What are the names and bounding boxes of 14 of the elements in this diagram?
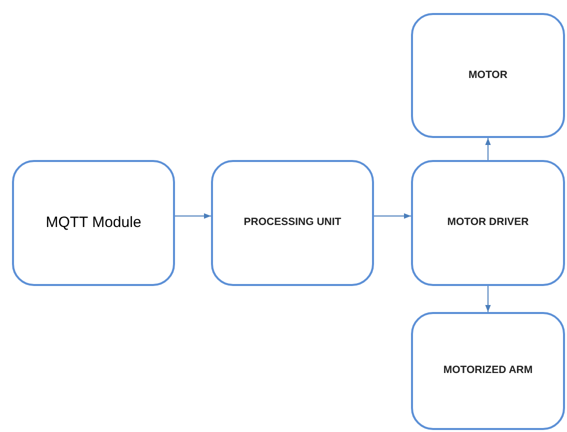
box-label: MOTOR [468,68,508,83]
box-label: MQTT Module [46,212,142,233]
box-label: MOTORIZED ARM [443,363,533,378]
process-box [411,312,565,430]
arrow [374,213,412,219]
process-box [411,13,565,138]
arrow [485,286,491,312]
arrow [174,213,212,219]
process-box [12,160,175,286]
process-box [211,160,374,286]
box-label: PROCESSING UNIT [244,215,342,230]
box-label: MOTOR DRIVER [447,215,529,230]
process-box [411,160,565,286]
arrow [485,138,491,160]
